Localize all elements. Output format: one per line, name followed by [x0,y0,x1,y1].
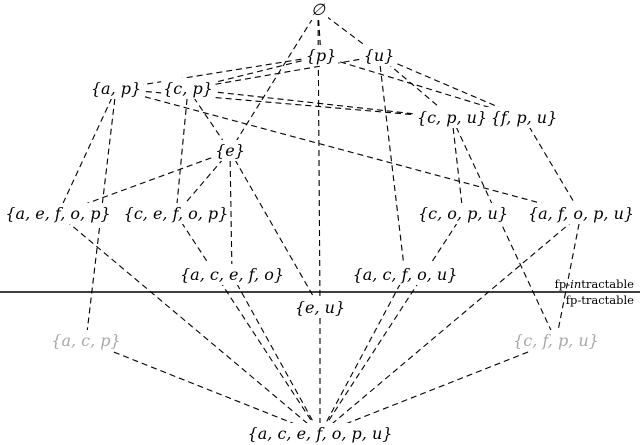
node-background [49,330,123,351]
intractable-region-label: fp-intractable [555,277,635,291]
node-u: {u} [361,45,397,66]
node-background [213,140,247,161]
edge-e-acefo [229,150,233,276]
edge-cpu-cfpu [451,117,557,342]
edge-ap-afopu [115,88,582,215]
node-label: {a, f, o, p, u} [528,204,634,223]
node-label: {c, p, u} [417,108,487,127]
node-cp: {c, p} [161,78,215,99]
node-eu: {e, u} [292,297,348,318]
node-background [161,78,215,99]
node-label: {e, u} [295,298,345,317]
edge-cpu-copu [451,117,464,215]
edge-p-fpu [320,55,525,119]
node-background [309,0,329,20]
edge-cfpu-all [319,340,557,435]
node-label: {a, c, p} [51,331,120,350]
node-label: ∅ [311,0,326,19]
node-background [88,78,144,99]
edge-cefop-all [175,213,321,435]
edge-afopu-cfpu [555,213,582,342]
edge-empty-e [229,9,319,152]
edge-copu-all [319,213,464,435]
edge-u-cp [187,55,380,90]
edge-ap-acp [85,88,117,342]
node-layer: ∅ {p} {u} {a, p} {c, p} {c, p, u}{f, p, u} {e}… [3,0,637,444]
node-background [3,203,113,224]
node-label: {c, f, p, u} [513,331,599,350]
node-label: {a, c, e, f, o, p, u} [248,424,393,443]
edge-u-acfou [378,55,406,276]
node-background [488,107,560,128]
node-background [415,203,511,224]
node-ap: {a, p} [88,78,144,99]
edge-ap-aefop [57,88,117,215]
edge-p-ap [115,55,322,90]
edge-e-eu [229,150,321,309]
node-cpu: {c, p, u} [414,107,490,128]
node-label: {a, e, f, o, p} [5,204,110,223]
edge-aefop-all [57,213,321,435]
node-afopu: {a, f, o, p, u} [525,203,637,224]
node-background [178,264,286,285]
node-background [361,45,397,66]
node-label: {a, c, f, o, u} [353,265,458,284]
node-empty: ∅ [309,0,329,20]
edge-acp-all [85,340,321,435]
node-p: {p} [303,45,339,66]
tractable-region-label: fp-tractable [566,293,634,307]
edge-cp-cefop [175,88,189,215]
edge-acfou-all [319,274,406,435]
node-background [350,264,460,285]
node-label: {c, e, f, o, p} [124,204,229,223]
node-label: {c, p} [163,79,213,98]
node-acfou: {a, c, f, o, u} [350,264,460,285]
edge-ap-cpu [115,88,453,119]
node-label: {u} [364,46,395,65]
node-acp: {a, c, p} [49,330,123,351]
node-aefop: {a, e, f, o, p} [3,203,113,224]
edge-fpu-afopu [523,117,582,215]
node-background [245,423,395,444]
node-copu: {c, o, p, u} [415,203,511,224]
node-fpu: {f, p, u} [488,107,560,128]
node-label: {c, o, p, u} [418,204,508,223]
node-background [303,45,339,66]
node-background [511,330,601,351]
node-background [414,107,490,128]
node-label: {e} [215,141,245,160]
node-acefo: {a, c, e, f, o} [178,264,286,285]
node-background [525,203,637,224]
node-cefop: {c, e, f, o, p} [121,203,231,224]
node-background [292,297,348,318]
node-e: {e} [213,140,247,161]
node-label: {a, p} [91,79,141,98]
node-cfpu: {c, f, p, u} [511,330,601,351]
node-label: {p} [306,46,337,65]
edge-e-cefop [175,150,231,215]
node-all: {a, c, e, f, o, p, u} [245,423,395,444]
node-background [121,203,231,224]
edge-cp-cpu [187,88,453,119]
edge-empty-p [317,9,322,57]
edge-acefo-all [231,274,321,435]
edge-u-cpu [378,55,453,119]
node-label: {f, p, u} [491,108,558,127]
node-label: {a, c, e, f, o} [180,265,284,284]
edge-afopu-all [319,213,582,435]
